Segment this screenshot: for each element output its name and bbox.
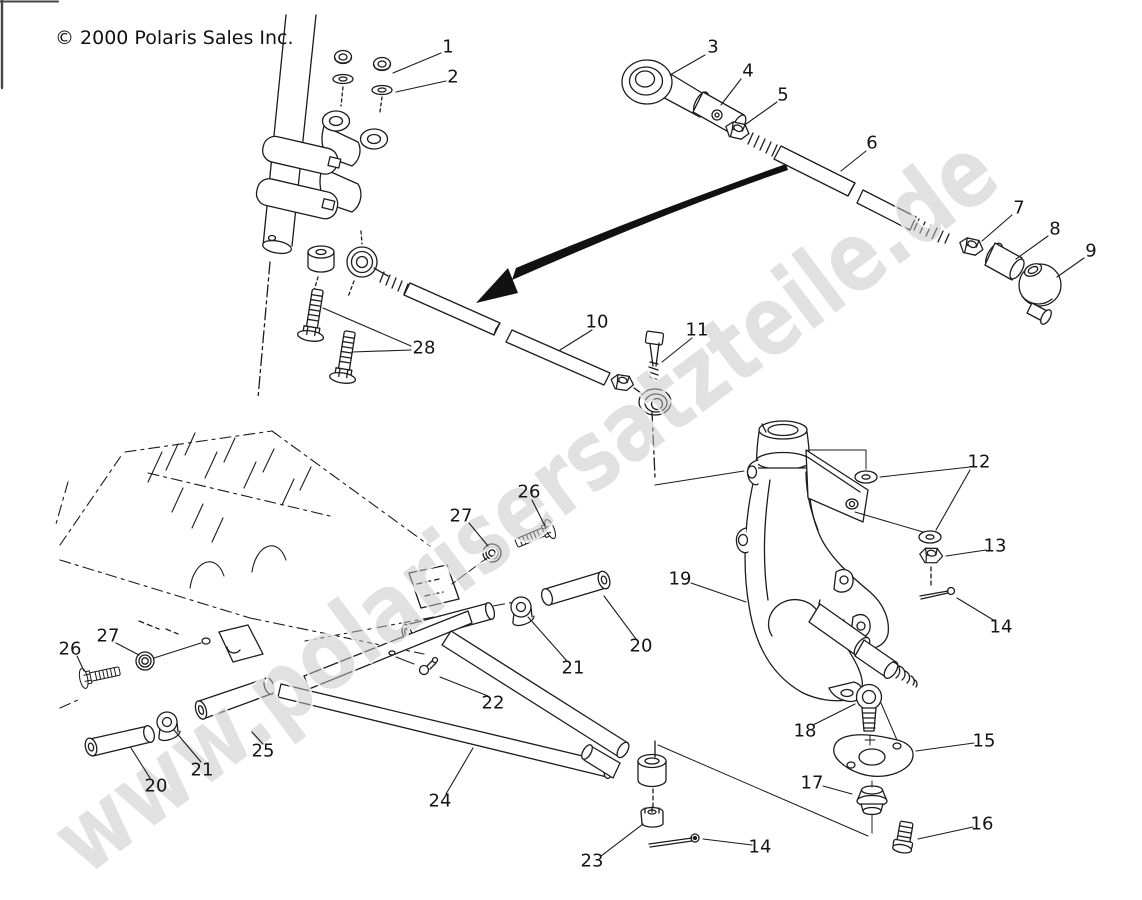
callout-26: 26: [518, 482, 541, 503]
watermark-text: www.polarisersatzteile.de: [32, 114, 1018, 896]
callout-27: 27: [450, 506, 473, 527]
callout-leader-19: [690, 582, 747, 603]
grease-fitting-22: [388, 650, 439, 676]
callout-leader-16: [917, 826, 974, 840]
a-arm: [194, 602, 667, 788]
callout-14: 14: [749, 837, 772, 858]
callout-leader-20: [603, 595, 637, 640]
callout-leader-14: [956, 597, 996, 622]
motion-arrow: [476, 164, 788, 303]
callout-leader-28: [351, 349, 412, 353]
callout-leader-12: [935, 469, 971, 531]
callout-leader-26: [531, 499, 546, 527]
callout-leader-22: [439, 676, 489, 697]
callout-leader-26: [76, 655, 85, 672]
callout-leader-1: [392, 52, 442, 74]
pivot-hardware-right: [451, 517, 611, 629]
callout-28: 28: [413, 338, 436, 359]
callout-15: 15: [973, 731, 996, 752]
callout-2: 2: [447, 67, 458, 88]
callout-leader-20: [130, 747, 151, 779]
callout-leader-25: [251, 731, 264, 745]
ball-joint-hardware: [640, 744, 869, 848]
callout-4: 4: [742, 61, 753, 82]
callout-leader-13: [945, 549, 987, 557]
callout-leader-15: [915, 742, 975, 752]
line-art: [0, 0, 1062, 854]
callout-leader-24: [445, 747, 474, 795]
callout-1: 1: [442, 37, 453, 58]
callout-24: 24: [429, 791, 452, 812]
callout-leader-9: [1056, 257, 1085, 278]
mount-bolts-28: [296, 286, 364, 386]
callout-6: 6: [866, 133, 877, 154]
knuckle-hardware: [807, 449, 956, 600]
callout-leader-27: [468, 522, 489, 547]
castle-nut-23: [640, 806, 664, 828]
copyright-notice: © 2000 Polaris Sales Inc.: [55, 27, 294, 49]
tie-rod-right: [621, 59, 1062, 325]
callout-10: 10: [586, 312, 609, 333]
ball-joint-boss: [637, 740, 667, 788]
callout-26: 26: [59, 639, 82, 660]
callout-21: 21: [562, 658, 585, 679]
callout-5: 5: [777, 85, 788, 106]
callout-9: 9: [1085, 241, 1096, 262]
bolt-16: [892, 820, 914, 854]
callout-3: 3: [707, 37, 718, 58]
callout-7: 7: [1013, 198, 1024, 219]
callout-16: 16: [971, 814, 994, 835]
callout-leader-14: [702, 838, 753, 846]
callout-leader-10: [559, 329, 593, 351]
pivot-hardware-left: [77, 642, 202, 757]
bolt-18: [855, 683, 883, 732]
cap-17: [856, 780, 888, 834]
plate-15: [833, 734, 914, 778]
callout-leader-3: [669, 54, 706, 76]
callout-leader-7: [981, 214, 1013, 242]
callout-19: 19: [669, 569, 692, 590]
callout-12: 12: [968, 452, 991, 473]
callout-leader-18: [812, 703, 856, 726]
callout-leader-2: [395, 80, 447, 93]
callout-leader-12: [879, 466, 971, 478]
callout-leader-28: [322, 307, 412, 347]
frame-mount-brackets: [138, 564, 460, 663]
spindle: [808, 603, 918, 688]
callout-22: 22: [482, 693, 505, 714]
stem-nuts-washers: [332, 49, 393, 113]
callout-leader-8: [1015, 235, 1049, 260]
callout-20: 20: [145, 776, 168, 797]
callout-21: 21: [191, 760, 214, 781]
callout-8: 8: [1049, 219, 1060, 240]
callout-20: 20: [630, 636, 653, 657]
callout-13: 13: [984, 536, 1007, 557]
callout-27: 27: [97, 626, 120, 647]
callout-leader-23: [600, 823, 644, 857]
callout-leader-11: [661, 337, 693, 363]
callout-14: 14: [990, 617, 1013, 638]
callout-leader-5: [745, 101, 778, 125]
callout-18: 18: [794, 721, 817, 742]
bolt-11: [644, 330, 665, 381]
callout-leader-4: [720, 78, 742, 106]
scan-edge-artifact: [0, 0, 59, 90]
callout-11: 11: [686, 320, 709, 341]
callout-leader-17: [822, 785, 853, 795]
lower-hardware: [833, 683, 914, 854]
callout-leader-21: [527, 616, 568, 662]
steering-clamp: [255, 110, 389, 220]
callout-leader-6: [840, 150, 867, 172]
callout-25: 25: [252, 741, 275, 762]
steering-knuckle: [735, 420, 918, 703]
callout-17: 17: [801, 773, 824, 794]
callout-23: 23: [581, 851, 604, 872]
frame-phantom-outline: [55, 430, 521, 709]
callout-leader-21: [173, 729, 202, 763]
callout-leader-27: [115, 642, 140, 656]
